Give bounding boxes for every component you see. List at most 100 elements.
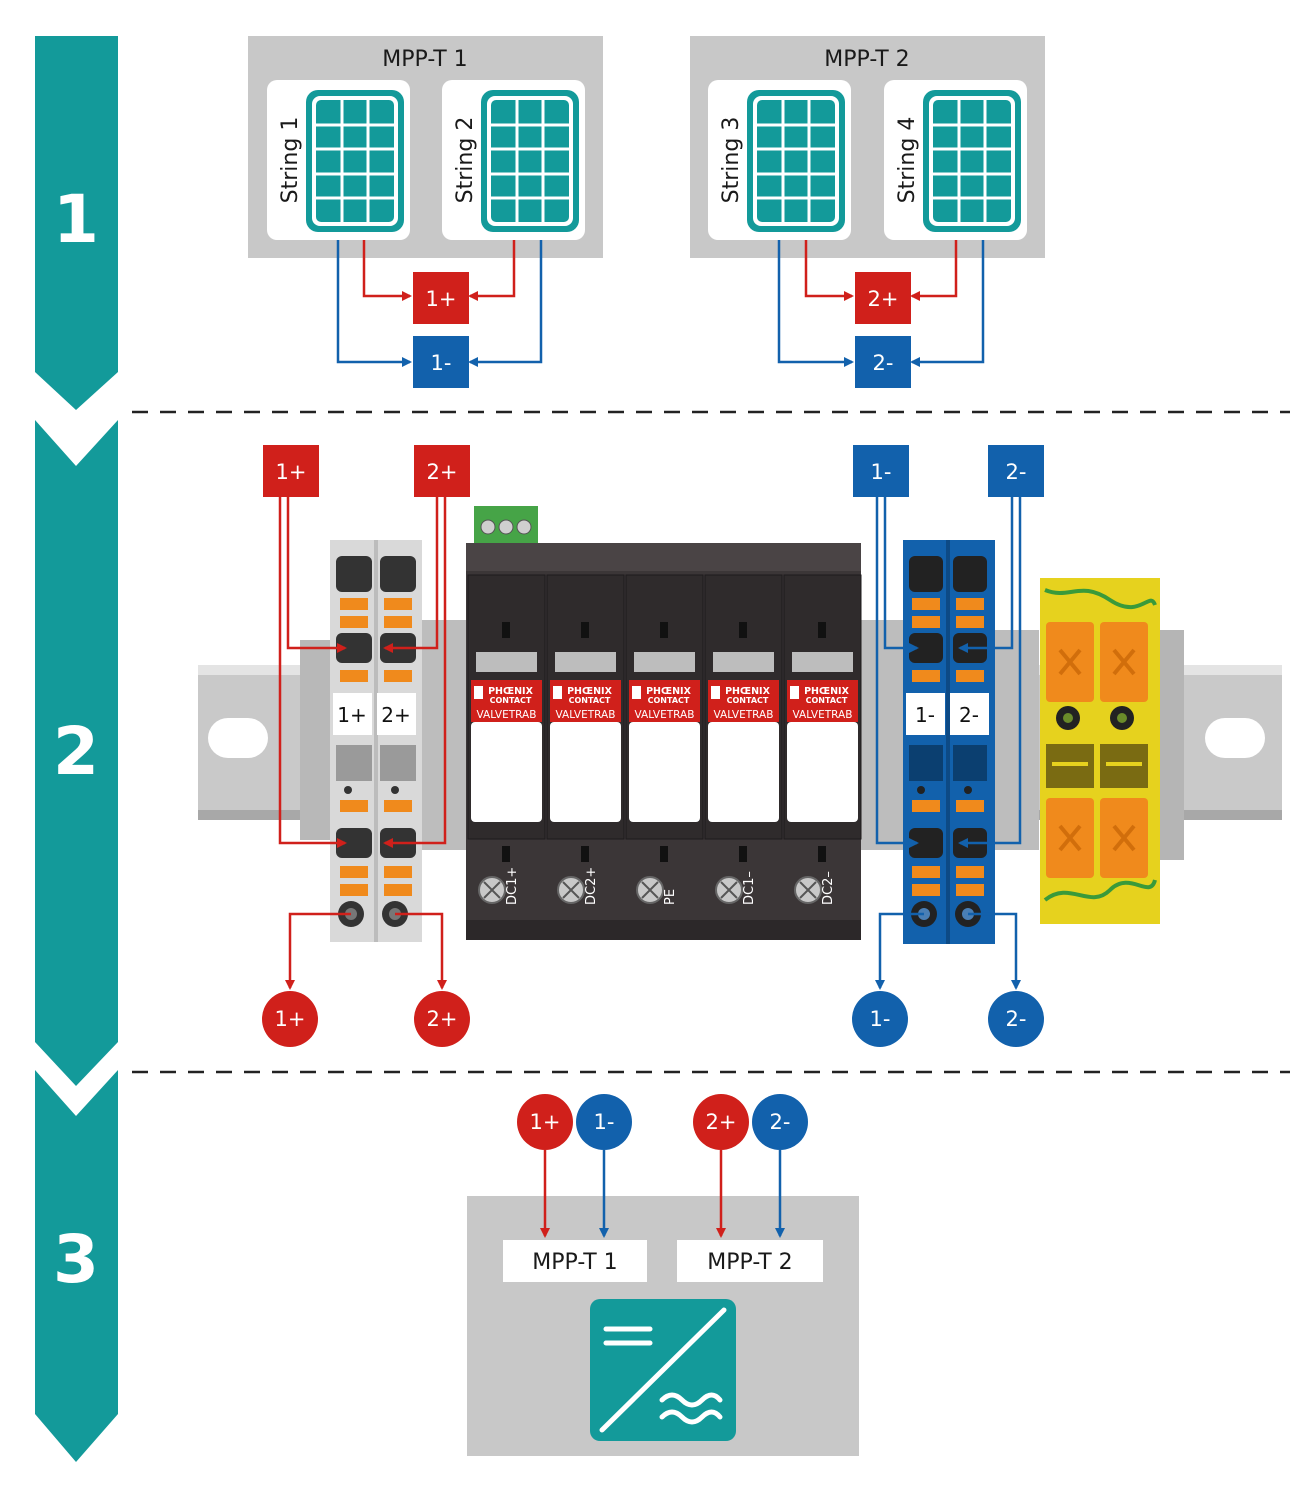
svg-text:2-: 2-	[1006, 460, 1027, 484]
brand-logo-icon	[553, 686, 562, 699]
junction-neg-2	[855, 336, 911, 388]
svg-text:2+: 2+	[868, 287, 899, 311]
svg-text:1+: 1+	[275, 1007, 306, 1031]
svg-text:MPP-T 2: MPP-T 2	[707, 1250, 792, 1275]
string-label-2: String 2	[453, 117, 478, 204]
svg-text:2+: 2+	[381, 703, 410, 727]
junction-pos-2	[855, 272, 911, 324]
spd-terminal-label: DC1–	[742, 871, 757, 905]
inverter-input-label-2	[677, 1240, 823, 1282]
svg-text:MPP-T 1: MPP-T 1	[532, 1250, 617, 1275]
svg-text:1-: 1-	[915, 703, 935, 727]
model-label: VALVETRAB	[635, 709, 695, 721]
junction-pos-1	[413, 272, 469, 324]
pv-module-icon	[747, 90, 845, 232]
terminal-label-neg1	[906, 693, 945, 735]
svg-text:1-: 1-	[594, 1110, 615, 1134]
output-badge-neg1	[852, 991, 908, 1047]
brand-label: PHŒNIX	[804, 686, 849, 697]
input-badge-neg1	[853, 445, 909, 497]
svg-text:2-: 2-	[1006, 1007, 1027, 1031]
step-number-3: 3	[53, 1221, 99, 1298]
svg-text:2+: 2+	[706, 1110, 737, 1134]
spd-terminal-label: DC2–	[821, 871, 836, 905]
brand-label: CONTACT	[490, 696, 532, 705]
brand-label: PHŒNIX	[488, 686, 533, 697]
brand-logo-icon	[790, 686, 799, 699]
model-label: VALVETRAB	[793, 709, 853, 721]
terminal-label-neg2	[950, 693, 989, 735]
svg-text:2-: 2-	[770, 1110, 791, 1134]
string-label-3: String 3	[719, 117, 744, 204]
brand-label: CONTACT	[727, 696, 769, 705]
input-badge-neg2	[988, 445, 1044, 497]
brand-label: PHŒNIX	[646, 686, 691, 697]
step-number-2: 2	[53, 713, 99, 790]
surge-protection-device: PHŒNIXCONTACTVALVETRABDC1+PHŒNIXCONTACTV…	[466, 543, 862, 940]
svg-text:1-: 1-	[870, 1007, 891, 1031]
spd-terminal-label: DC1+	[505, 867, 520, 905]
brand-label: CONTACT	[569, 696, 611, 705]
mppt-group-1: MPP-T 1 String 1 String 2 1+ 1-	[248, 36, 603, 388]
inverter-input-neg1	[576, 1094, 632, 1150]
svg-text:2-: 2-	[873, 351, 894, 375]
pv-module-icon	[923, 90, 1021, 232]
string-label-1: String 1	[278, 117, 303, 204]
brand-logo-icon	[474, 686, 483, 699]
inverter-inputs: 1+ 1- 2+ 2-	[517, 1094, 808, 1150]
model-label: VALVETRAB	[556, 709, 616, 721]
output-badges: 1+ 2+ 1- 2-	[262, 991, 1044, 1047]
step-bar: 1 2 3	[35, 36, 118, 1462]
output-badge-pos1	[262, 991, 318, 1047]
inverter-input-pos1	[517, 1094, 573, 1150]
inverter-input-pos2	[693, 1094, 749, 1150]
brand-logo-icon	[632, 686, 641, 699]
input-badges: 1+ 2+ 1- 2-	[263, 445, 1044, 497]
svg-text:1+: 1+	[276, 460, 307, 484]
brand-label: PHŒNIX	[567, 686, 612, 697]
svg-text:1-: 1-	[431, 351, 452, 375]
brand-label: PHŒNIX	[725, 686, 770, 697]
terminal-block-positive: 1+ 2+	[330, 540, 422, 942]
junction-neg-1	[413, 336, 469, 388]
mppt-title-2: MPP-T 2	[824, 47, 909, 72]
svg-text:2+: 2+	[427, 460, 458, 484]
input-badge-pos2	[414, 445, 470, 497]
output-badge-pos2	[414, 991, 470, 1047]
spd-terminal-label: DC2+	[584, 867, 599, 905]
mppt-title-1: MPP-T 1	[382, 47, 467, 72]
dc-ac-inverter-icon	[590, 1299, 736, 1441]
svg-text:1+: 1+	[426, 287, 457, 311]
output-badge-neg2	[988, 991, 1044, 1047]
brand-label: CONTACT	[806, 696, 848, 705]
brand-logo-icon	[711, 686, 720, 699]
svg-text:1-: 1-	[871, 460, 892, 484]
svg-text:2-: 2-	[959, 703, 979, 727]
step-number-1: 1	[53, 181, 99, 258]
pv-module-icon	[306, 90, 404, 232]
brand-label: CONTACT	[648, 696, 690, 705]
string-label-4: String 4	[895, 117, 920, 204]
pv-module-icon	[481, 90, 579, 232]
svg-text:1+: 1+	[337, 703, 366, 727]
inverter: MPP-T 1 MPP-T 2	[467, 1150, 859, 1456]
terminal-label-pos2	[377, 693, 416, 735]
section2-wiring	[278, 497, 1022, 990]
terminal-block-negative: 1- 2-	[903, 540, 995, 944]
inverter-input-label-1	[503, 1240, 647, 1282]
spd-terminal-label: PE	[663, 889, 678, 905]
mppt-group-2: MPP-T 2 String 3 String 4 2+ 2-	[690, 36, 1045, 388]
model-label: VALVETRAB	[477, 709, 537, 721]
input-badge-pos1	[263, 445, 319, 497]
svg-text:2+: 2+	[427, 1007, 458, 1031]
spd-remote-contact	[474, 506, 538, 546]
pe-terminal-block	[1040, 578, 1160, 924]
inverter-input-neg2	[752, 1094, 808, 1150]
svg-text:1+: 1+	[530, 1110, 561, 1134]
